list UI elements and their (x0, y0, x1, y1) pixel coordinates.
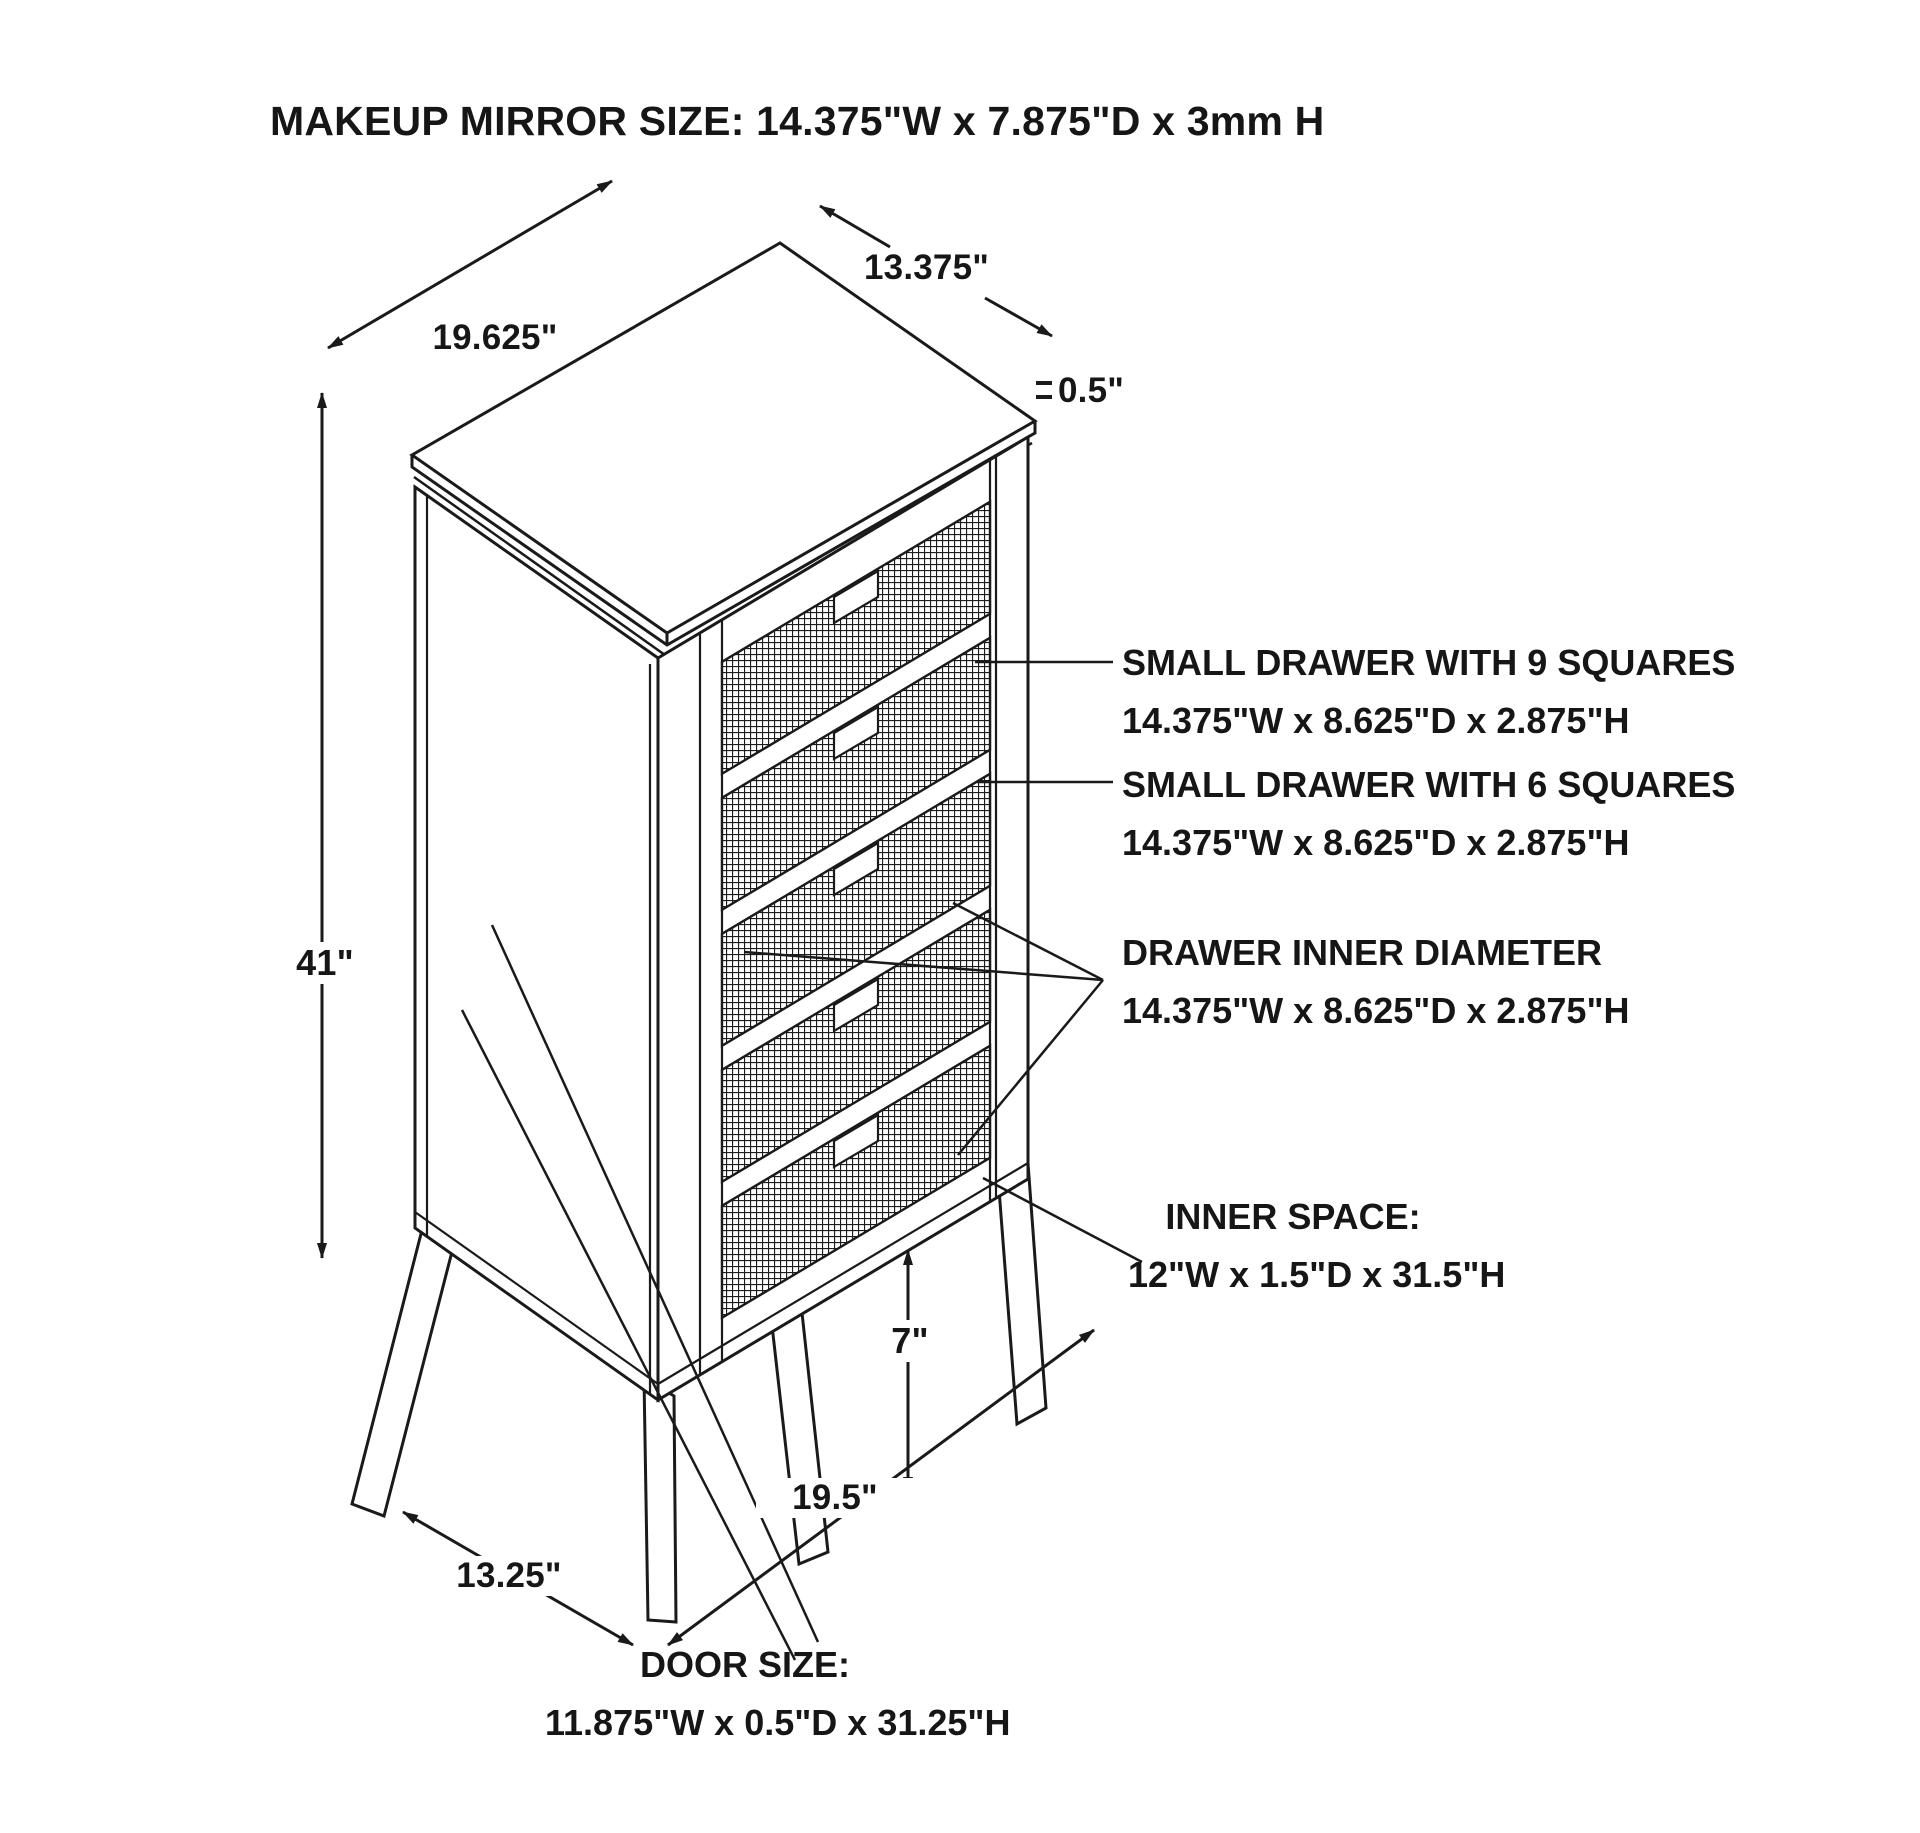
drawer-mesh-5 (720, 1043, 992, 1320)
annotation-line: 14.375"W x 8.625"D x 2.875"H (1122, 990, 1630, 1031)
dim-line-top-depth-b (984, 296, 1053, 338)
drawer-mesh-3 (720, 771, 992, 1048)
leader-inner-diameter-1 (952, 901, 1104, 982)
annotation-line: 11.875"W x 0.5"D x 31.25"H (545, 1702, 1011, 1743)
annotation-line: SMALL DRAWER WITH 9 SQUARES (1122, 642, 1736, 683)
dim-label-leg-height: 7" (872, 1320, 948, 1362)
dim-tick-top-thickness (1036, 381, 1052, 399)
leader-inner-diameter-2 (743, 950, 1104, 982)
drawer-handle-3 (832, 841, 880, 897)
dim-label-overall-height: 41" (282, 942, 368, 984)
leader-door-size-b (460, 1009, 797, 1661)
cabinet-side-panel (413, 484, 660, 1403)
annotation-line: 14.375"W x 8.625"D x 2.875"H (1122, 700, 1630, 741)
drawer-handle-1 (832, 569, 880, 625)
dim-line-top-width (327, 179, 613, 350)
annotation-drawer-6-squares: SMALL DRAWER WITH 6 SQUARES 14.375"W x 8… (1122, 756, 1735, 872)
cabinet-front-face (656, 434, 1030, 1403)
leader-inner-diameter-3 (957, 979, 1104, 1156)
dim-label-top-width: 19.625" (432, 318, 558, 357)
leader-lines (460, 660, 1143, 1661)
leader-inner-space (982, 1176, 1143, 1264)
annotation-drawer-9-squares: SMALL DRAWER WITH 9 SQUARES 14.375"W x 8… (1122, 634, 1735, 750)
page-title: MAKEUP MIRROR SIZE: 14.375"W x 7.875"D x… (270, 98, 1325, 144)
dim-label-top-depth: 13.375" (864, 248, 990, 287)
dim-line-top-depth-a (819, 204, 891, 249)
dim-label-top-thickness: 0.5" (1058, 371, 1125, 410)
drawer-handle-5 (832, 1113, 880, 1169)
annotation-line: INNER SPACE: (1165, 1196, 1421, 1237)
annotation-line: DOOR SIZE: (639, 1644, 850, 1685)
drawer-handles (832, 569, 880, 1169)
dim-label-base-depth: 13.25" (430, 1556, 588, 1596)
drawer-handle-2 (832, 705, 880, 761)
drawer-handle-4 (832, 977, 880, 1033)
annotation-line: 14.375"W x 8.625"D x 2.875"H (1122, 822, 1630, 863)
leg-back-left (350, 1219, 457, 1518)
dim-label-base-width: 19.5" (756, 1478, 914, 1518)
annotation-line: DRAWER INNER DIAMETER (1122, 932, 1603, 973)
drawer-fronts (720, 499, 992, 1320)
drawer-mesh-2 (720, 635, 992, 912)
leader-door-size-a (490, 924, 820, 1643)
annotation-door-size: DOOR SIZE: 11.875"W x 0.5"D x 31.25"H (545, 1636, 1011, 1752)
annotation-drawer-inner-diameter: DRAWER INNER DIAMETER 14.375"W x 8.625"D… (1122, 924, 1630, 1040)
drawer-mesh-1 (720, 499, 992, 776)
annotation-inner-space: INNER SPACE: 12"W x 1.5"D x 31.5"H (1128, 1188, 1506, 1304)
annotation-line: 12"W x 1.5"D x 31.5"H (1128, 1254, 1506, 1295)
leg-front (642, 1375, 678, 1624)
annotation-line: SMALL DRAWER WITH 6 SQUARES (1122, 764, 1736, 805)
